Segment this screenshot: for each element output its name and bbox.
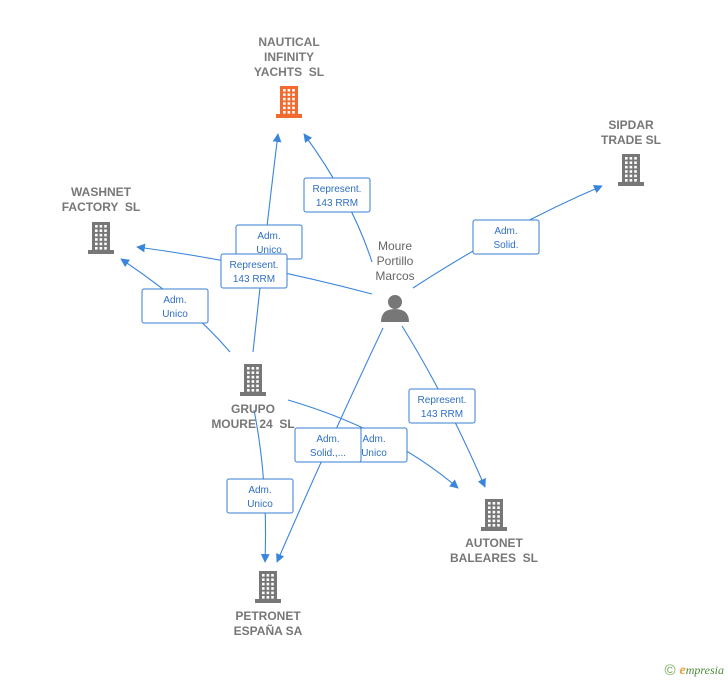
edge-label-line: Adm. xyxy=(257,231,280,242)
node-label-petronet: ESPAÑA SA xyxy=(234,623,303,638)
edge-label-moure-to-petronet[interactable]: Adm. Solid.,... xyxy=(294,427,362,463)
edge-label-line: 143 RRM xyxy=(233,274,275,285)
edge-label-line: Adm. xyxy=(494,226,517,237)
edge-label-line: 143 RRM xyxy=(316,198,358,209)
edge-label-line: Represent. xyxy=(418,395,467,406)
node-label-moure: Marcos xyxy=(375,269,414,283)
edge-label-grupo-to-petronet[interactable]: Adm. Unico xyxy=(226,478,294,514)
node-label-washnet: FACTORY SL xyxy=(62,200,140,214)
footer-brand[interactable]: © empresia xyxy=(664,662,724,679)
building-icon xyxy=(240,364,266,396)
edge-label-box xyxy=(408,388,476,424)
edge-label-box xyxy=(141,288,209,324)
edge-label-line: Unico xyxy=(256,245,282,256)
building-icon xyxy=(276,86,302,118)
node-label-moure: Portillo xyxy=(377,254,414,268)
edge-label-moure-to-sipdar[interactable]: Adm. Solid. xyxy=(472,219,540,255)
edge-label-line: Unico xyxy=(361,448,387,459)
node-label-grupo: GRUPO xyxy=(231,402,275,416)
edge-label-line: Represent. xyxy=(313,184,362,195)
edge-label-box xyxy=(472,219,540,255)
edge-label-line: Solid. xyxy=(493,240,518,251)
edge-label-grupo-to-washnet[interactable]: Adm. Unico xyxy=(141,288,209,324)
copyright-icon: © xyxy=(664,662,676,679)
brand-logo: empresia xyxy=(679,662,724,678)
edge-label-line: Adm. xyxy=(316,434,339,445)
node-label-sipdar: SIPDAR xyxy=(608,118,654,132)
edge-label-line: Solid.,... xyxy=(310,448,346,459)
edge-label-line: Unico xyxy=(247,499,273,510)
person-icon xyxy=(381,295,409,322)
edge-label-line: 143 RRM xyxy=(421,409,463,420)
edge-label-moure-to-washnet[interactable]: Represent. 143 RRM xyxy=(220,253,288,289)
building-icon xyxy=(618,154,644,186)
node-label-grupo: MOURE 24 SL xyxy=(211,417,294,431)
node-label-autonet: AUTONET xyxy=(465,536,523,550)
edge-labels-layer: Represent.143 RRMAdm.UnicoRepresent.143 … xyxy=(141,177,540,514)
edge-label-box xyxy=(303,177,371,213)
node-label-moure: Moure xyxy=(378,239,412,253)
edge-label-line: Adm. xyxy=(362,434,385,445)
edge-label-line: Adm. xyxy=(248,485,271,496)
edge-label-box xyxy=(294,427,362,463)
node-label-nautical: INFINITY xyxy=(264,50,314,64)
building-icon xyxy=(255,571,281,603)
edge-label-moure-to-nautical[interactable]: Represent. 143 RRM xyxy=(303,177,371,213)
node-label-nautical: YACHTS SL xyxy=(254,65,324,79)
edge-label-box xyxy=(226,478,294,514)
edge-label-moure-to-autonet[interactable]: Represent. 143 RRM xyxy=(408,388,476,424)
node-label-petronet: PETRONET xyxy=(235,609,301,623)
edge-label-box xyxy=(220,253,288,289)
building-icon xyxy=(481,499,507,531)
node-label-autonet: BALEARES SL xyxy=(450,551,538,565)
edge-label-line: Represent. xyxy=(230,260,279,271)
edge-label-line: Unico xyxy=(162,309,188,320)
node-label-washnet: WASHNET xyxy=(71,185,132,199)
node-label-nautical: NAUTICAL xyxy=(258,35,319,49)
building-icon xyxy=(88,222,114,254)
node-label-sipdar: TRADE SL xyxy=(601,133,661,147)
edge-label-line: Adm. xyxy=(163,295,186,306)
